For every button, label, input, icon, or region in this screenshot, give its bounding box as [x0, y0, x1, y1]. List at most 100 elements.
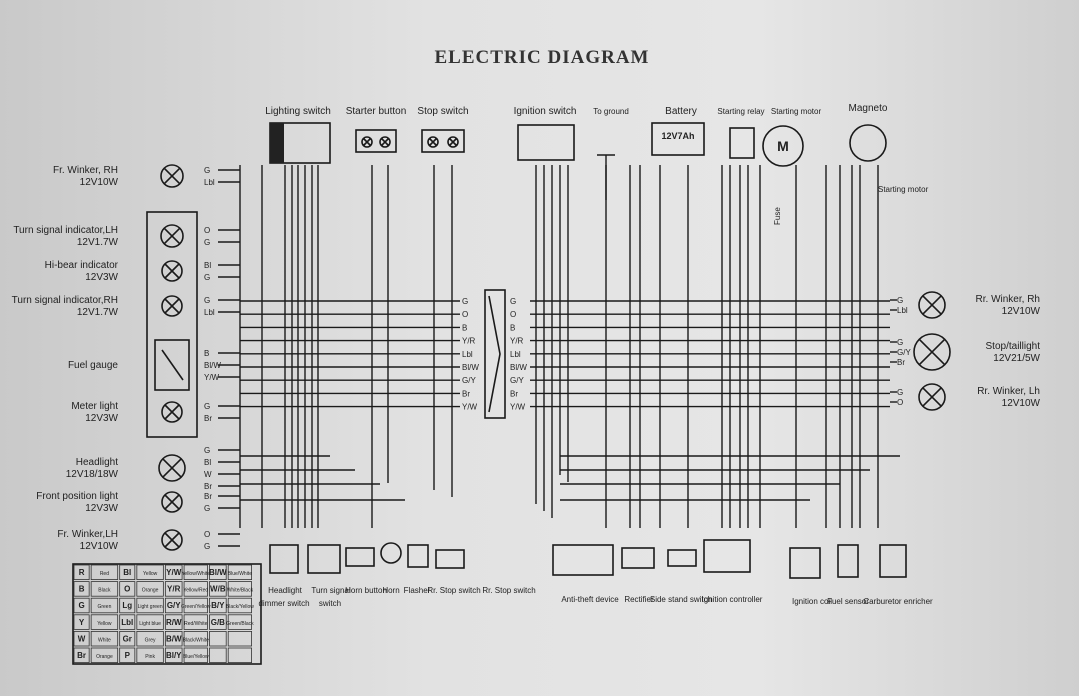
color-name: Yellow/White: [182, 571, 211, 577]
color-name: Light green: [138, 604, 163, 610]
connector-wire-left: Lbl: [462, 350, 473, 359]
top-component-label: To ground: [593, 107, 629, 116]
table-cell: [136, 564, 164, 581]
bottom-component-label: Turn signal: [311, 586, 351, 595]
top-component-label: Ignition switch: [514, 106, 577, 117]
color-name: Grey: [145, 637, 156, 643]
color-code: Br: [77, 651, 86, 660]
lamp-icon: [158, 454, 186, 482]
bottom-component-label: dimmer switch: [258, 599, 309, 608]
bottom-component: [703, 539, 751, 573]
lamp-icon: [447, 136, 459, 148]
color-code: R: [79, 568, 85, 577]
table-cell: [183, 647, 208, 664]
bottom-component-label: Horn button: [345, 586, 387, 595]
wire-code: O: [897, 398, 903, 407]
color-name: Yellow/Red: [183, 588, 208, 594]
connector-wire-left: O: [462, 310, 468, 319]
wire-code: G: [204, 273, 210, 282]
color-name: Green/Black: [226, 621, 254, 627]
wire-code: B: [204, 349, 209, 358]
bottom-component-label: Horn: [382, 586, 399, 595]
left-component-rating: 12V1.7W: [77, 307, 119, 318]
top-component-label: Magneto: [849, 103, 888, 114]
color-name: Black/White: [183, 637, 210, 643]
color-name: Green/Yellow: [181, 604, 211, 610]
color-name: Orange: [142, 588, 159, 594]
wire-code: O: [204, 226, 210, 235]
table-cell: [90, 564, 119, 581]
connector-wire-right: G: [510, 297, 516, 306]
lamp-icon: [161, 401, 183, 423]
wire-code: Lbl: [204, 178, 215, 187]
bottom-component-label: Ignition coil: [792, 597, 832, 606]
color-code: Lbl: [121, 618, 133, 627]
table-cell: [183, 581, 208, 597]
bottom-component: [621, 547, 655, 569]
table-cell: [90, 581, 119, 597]
color-name: Pink: [145, 654, 155, 660]
connector-wire-right: B: [510, 323, 515, 332]
fuse-label: Fuse: [773, 207, 782, 225]
table-cell: [183, 597, 208, 614]
table-cell: [73, 647, 90, 664]
left-component-name: Front position light: [36, 491, 118, 502]
bottom-component-label: Side stand switch: [650, 595, 712, 604]
lamp-icon: [918, 291, 946, 319]
connector-arrow: [488, 295, 501, 413]
wire-code: G: [204, 542, 210, 551]
wire-code: O: [204, 530, 210, 539]
color-name: White/Black: [227, 588, 254, 594]
table-cell: [73, 597, 90, 614]
color-code: P: [125, 651, 131, 660]
lamp-cross: [164, 298, 180, 314]
left-component-rating: 12V18/18W: [66, 469, 119, 480]
table-cell: [90, 631, 119, 647]
bottom-component: [269, 544, 299, 574]
table-cell: [136, 631, 164, 647]
table-cell: [227, 631, 252, 647]
color-code: Y: [79, 618, 85, 627]
left-component-rating: 12V10W: [80, 541, 119, 552]
magneto: [849, 124, 887, 162]
main-connector: [484, 289, 506, 419]
lamp-cross: [380, 137, 390, 147]
wire-code: G: [204, 504, 210, 513]
lamp-icon: [913, 333, 951, 371]
color-name: Black/Yellow: [226, 604, 254, 610]
lamp-icon: [379, 136, 391, 148]
bottom-component-label: Rr. Stop switch: [427, 586, 480, 595]
wire-code: Br: [897, 358, 905, 367]
color-name: Orange: [96, 654, 113, 660]
wire-code: Y/W: [204, 373, 220, 382]
color-code: G: [78, 601, 84, 610]
top-component-label: Battery: [665, 106, 697, 117]
right-component-rating: 12V21/5W: [993, 353, 1040, 364]
wire-code: G: [897, 338, 903, 347]
table-cell: [136, 581, 164, 597]
color-name: Yellow: [97, 621, 112, 627]
bottom-component-label: Anti-theft device: [561, 595, 619, 604]
connector-wire-left: B: [462, 323, 467, 332]
bottom-component-label: switch: [319, 599, 341, 608]
table-cell: [119, 614, 136, 630]
table-cell: [90, 597, 119, 614]
table-cell: [164, 581, 183, 597]
diagram-title: ELECTRIC DIAGRAM: [435, 47, 650, 68]
left-component-name: Hi-bear indicator: [45, 260, 119, 271]
table-cell: [183, 564, 208, 581]
color-code: Bl/W: [209, 568, 227, 577]
connector-wire-right: G/Y: [510, 376, 524, 385]
lamp-icon: [160, 224, 184, 248]
starter-button: [355, 129, 397, 153]
right-component-rating: 12V10W: [1002, 398, 1041, 409]
color-code: Bl: [123, 568, 131, 577]
table-cell: [227, 647, 252, 664]
left-component-name: Meter light: [71, 401, 118, 412]
table-cell: [164, 647, 183, 664]
wire-code: G: [204, 402, 210, 411]
left-component-rating: 12V3W: [85, 503, 118, 514]
wires: [218, 154, 900, 547]
